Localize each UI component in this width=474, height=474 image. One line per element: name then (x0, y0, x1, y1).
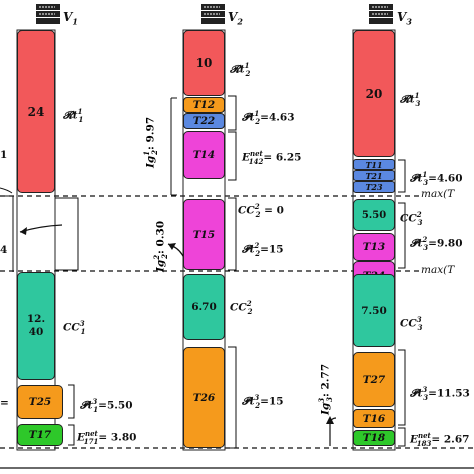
v3-e-label: Enet183= 2.67 (410, 431, 470, 448)
vm-title-v1: V1 (63, 10, 78, 27)
v2-pt1-label: 𝓟t12=4.63 (242, 109, 295, 126)
v3-t18-block: T18 (353, 430, 395, 446)
v1-idle-bracket (55, 197, 79, 271)
v3-rt-block: 20 (353, 30, 395, 157)
v2-t14-block: T14 (183, 131, 225, 179)
vm-title-v3: V3 (397, 10, 412, 27)
v3-e-bracket (398, 427, 406, 447)
v3-ig-label: Ig33: 2.77 (317, 363, 334, 415)
v3-pt2-bracket (398, 202, 406, 269)
v1-t17-block: T17 (17, 424, 63, 446)
left-fragment-1: 1 (0, 149, 8, 161)
v3-max-label-2: max(T (421, 264, 455, 276)
v3-cc3-block: 7.50 (353, 274, 395, 347)
v3-t13-block: T13 (353, 233, 395, 261)
v1-rt-label: 𝓡t11 (63, 107, 84, 124)
v3-pt1-label: 𝓟t13=4.60 (410, 170, 463, 187)
v2-cc2-label: CC22 = 0 (238, 202, 284, 219)
v2-pt3-bracket (228, 346, 237, 449)
v3-pt3-bracket (398, 349, 406, 426)
v1-cc-block: 12. 40 (17, 272, 55, 380)
v3-t27-block: T27 (353, 352, 395, 407)
v3-pt3-label: 𝓟t33=11.53 (410, 385, 470, 402)
v1-pt-label: 𝓟t31=5.50 (80, 397, 133, 414)
v3-cc3-label: CC33 (400, 315, 423, 332)
v3-rt-label: 𝓡t13 (400, 91, 421, 108)
v3-t23-block: T23 (353, 181, 395, 193)
v3-cc2-block: 5.50 (353, 199, 395, 231)
v3-t11-block: T11 (353, 159, 395, 170)
v2-cc-block: 6.70 (183, 274, 225, 340)
left-bracket (0, 195, 14, 272)
left-fragment-2: 4 (0, 244, 8, 256)
left-curve (0, 187, 13, 194)
v2-ig1-label: Ig12: 9.97 (142, 116, 159, 168)
v2-cc-label: CC22 (230, 299, 253, 316)
vm-title-v2: V2 (228, 10, 243, 27)
server-icon-v3 (368, 3, 394, 25)
v1-e-label: Enet171= 3.80 (77, 429, 137, 446)
v2-rt-block: 10 (183, 30, 225, 96)
v2-e-bracket (228, 131, 237, 181)
v1-rt-block: 24 (17, 30, 55, 193)
v2-t22-block: T22 (183, 113, 225, 129)
left-fragment-3: = (0, 397, 9, 409)
v1-e-bracket (68, 424, 75, 446)
v2-pt2-bracket (228, 197, 237, 271)
v3-pt2-label: 𝓟t23=9.80 (410, 235, 463, 252)
v2-e-label: Enet142= 6.25 (242, 149, 302, 166)
v3-t21-block: T21 (353, 170, 395, 181)
v2-pt3-label: 𝓟t32=15 (242, 393, 284, 410)
v2-t12-block: T12 (183, 97, 225, 113)
v3-t16-block: T16 (353, 409, 395, 428)
v2-rt-label: 𝓡t12 (230, 61, 251, 78)
v1-pt-bracket (68, 384, 75, 419)
v1-cc-label: CC31 (63, 319, 86, 336)
v1-t25-block: T25 (17, 385, 63, 419)
v3-max-label-1: max(T (421, 188, 455, 200)
v3-pt1-bracket (398, 159, 406, 193)
server-icon-v1 (35, 3, 61, 25)
v2-pt2-label: 𝓟t22=15 (242, 241, 284, 258)
server-icon-v2 (200, 3, 226, 25)
v3-cc2-label: CC23 (400, 210, 423, 227)
v2-pt1-bracket (228, 95, 237, 131)
v2-ig2-label: Ig22: 0.30 (152, 220, 169, 272)
v2-t26-block: T26 (183, 347, 225, 448)
v2-t15-block: T15 (183, 199, 225, 270)
